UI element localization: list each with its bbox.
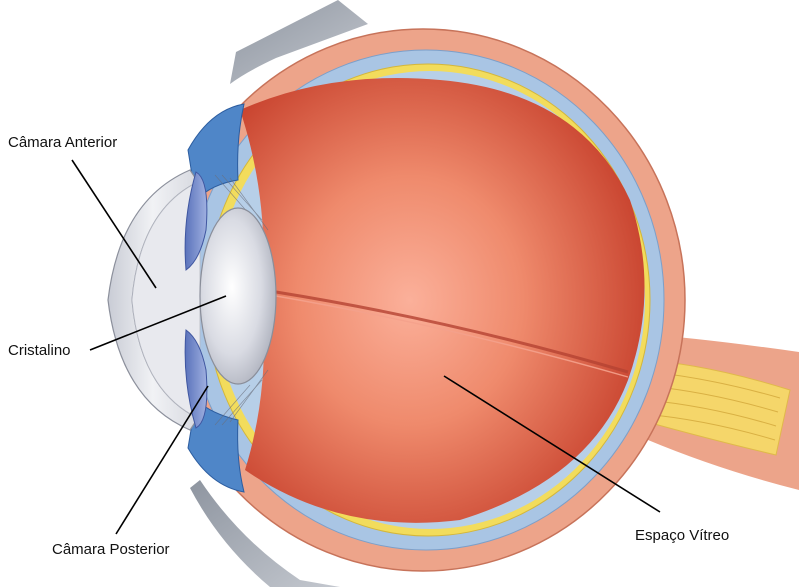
iris-upper [184,171,208,271]
leader-line-vitreous-space [443,375,661,513]
ciliary-body-lower [187,399,245,493]
upper-eyelid [230,0,368,84]
leader-line-lens [89,295,227,351]
ciliary-body-upper [187,103,245,202]
hyaloid-canal [275,290,629,374]
label-vitreous-space: Espaço Vítreo [635,527,729,544]
lens [199,207,277,385]
leader-line-anterior-chamber [71,159,157,289]
anterior-chamber [131,181,201,419]
label-anterior-chamber: Câmara Anterior [8,134,117,151]
label-lens: Cristalino [8,342,71,359]
iris-lower [184,329,208,429]
vitreous-body [240,78,645,523]
optic-nerve [635,359,791,456]
lower-eyelid [190,480,340,587]
label-posterior-chamber: Câmara Posterior [52,541,170,558]
leader-line-posterior-chamber [115,385,209,535]
zonule-fibers [214,174,269,426]
